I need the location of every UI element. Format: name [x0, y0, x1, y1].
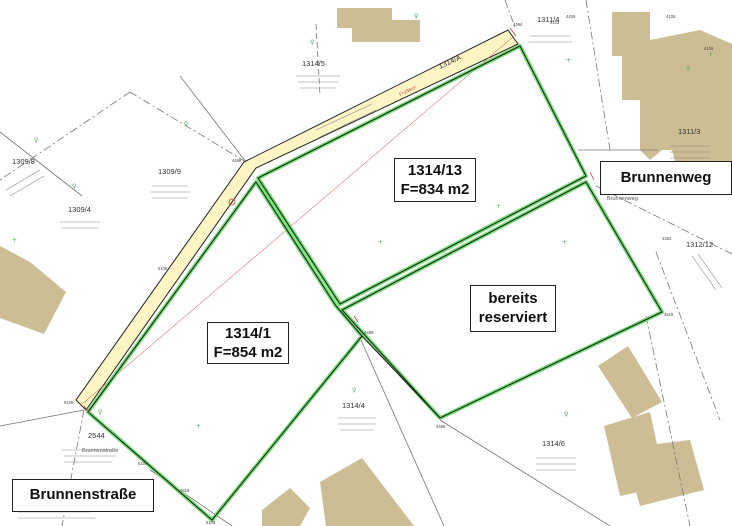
street-label-brunnenstrasse: Brunnenstraße	[12, 479, 154, 512]
svg-text:+: +	[378, 239, 383, 246]
svg-text:+: +	[566, 57, 571, 64]
point-label: 4486	[232, 158, 242, 163]
svg-text:♀: ♀	[72, 183, 76, 190]
parcel-number: 1314/4	[342, 401, 365, 410]
svg-text:+: +	[496, 203, 501, 210]
svg-text:+: +	[12, 237, 17, 244]
point-label: 4103	[550, 20, 560, 25]
parcel-number: 1309/9	[158, 167, 181, 176]
building-top-center	[337, 8, 420, 42]
point-label: 4518	[664, 312, 674, 317]
red-markers	[83, 27, 595, 415]
building-top-right	[612, 12, 732, 172]
buildings	[0, 8, 732, 526]
building-bottom-center	[320, 458, 414, 526]
reserved-line-1: bereits	[488, 290, 538, 307]
building-bottom-left	[262, 488, 310, 526]
building-right-bottom-1	[598, 346, 662, 418]
svg-text:♀: ♀	[686, 65, 690, 72]
street-name: Brunnenweg	[620, 169, 712, 186]
svg-text:♀: ♀	[352, 387, 356, 394]
parcel-number: 1314/6	[542, 439, 565, 448]
vegetation-symbols: ♀ ♀ + ♀ ♀ ♀ ♀ + + + + + ♀ ♀ ♀ +	[12, 13, 713, 430]
footpath-1314-a	[75, 29, 519, 411]
owner-notes	[5, 35, 723, 519]
building-right-bottom-3	[624, 440, 704, 506]
parcel-number: 1309/8	[12, 157, 35, 166]
point-labels: 4494 4429 4105 4106 4103 4486 5109 5108 …	[64, 14, 714, 525]
svg-text:♀: ♀	[310, 39, 314, 46]
point-label: 4489	[436, 424, 446, 429]
parcel-numbers: 1314/5 1311/4 1309/8 1309/9 1309/4 1311/…	[12, 15, 713, 448]
parcel-number: 1311/3	[678, 127, 700, 136]
lot-number: 1314/1	[225, 325, 271, 342]
point-label: 5109	[158, 266, 168, 271]
building-left	[0, 246, 66, 334]
point-label: 5108	[64, 400, 74, 405]
parcel-number: 2544	[88, 431, 105, 440]
reserved-label: bereits reserviert	[470, 285, 556, 332]
svg-text:+: +	[196, 423, 201, 430]
point-label: 4519	[180, 488, 190, 493]
street-label-brunnenweg: Brunnenweg	[600, 161, 732, 195]
street-name-small-brunnenstrasse: Brunnenstraße	[82, 448, 118, 454]
parcel-outlines-black	[87, 45, 663, 521]
point-label: 4105	[666, 14, 676, 19]
point-label: 4483	[662, 236, 672, 241]
point-label: 4488	[364, 330, 374, 335]
parcel-number: 1309/4	[68, 205, 91, 214]
lot-area: F=834 m2	[400, 181, 470, 198]
parcel-number: 1314/5	[302, 59, 325, 68]
street-name-small-brunnenweg: Brunnenweg	[607, 196, 638, 202]
svg-text:+: +	[562, 239, 567, 246]
point-label: 5106	[206, 520, 216, 525]
svg-text:♀: ♀	[184, 121, 188, 128]
point-label: 4429	[566, 14, 576, 19]
reserved-line-2: reserviert	[478, 309, 548, 326]
lot-number: 1314/13	[407, 162, 463, 179]
point-label: 5107	[138, 461, 148, 466]
svg-text:♀: ♀	[34, 137, 38, 144]
footpath-center-line	[80, 36, 514, 406]
svg-text:♀: ♀	[414, 13, 418, 20]
lot-label-1314-1: 1314/1 F=854 m2	[207, 322, 289, 364]
parcel-number: 1311/4	[537, 15, 559, 24]
lot-area: F=854 m2	[213, 344, 283, 361]
svg-text:+: +	[708, 51, 713, 58]
street-name: Brunnenstraße	[29, 486, 137, 503]
point-label: 4106	[704, 46, 714, 51]
lot-label-1314-13: 1314/13 F=834 m2	[394, 158, 476, 202]
svg-text:♀: ♀	[564, 411, 568, 418]
svg-text:♀: ♀	[98, 409, 102, 416]
point-label: 4494	[513, 22, 523, 27]
parcel-number: 1312/12	[686, 240, 713, 249]
